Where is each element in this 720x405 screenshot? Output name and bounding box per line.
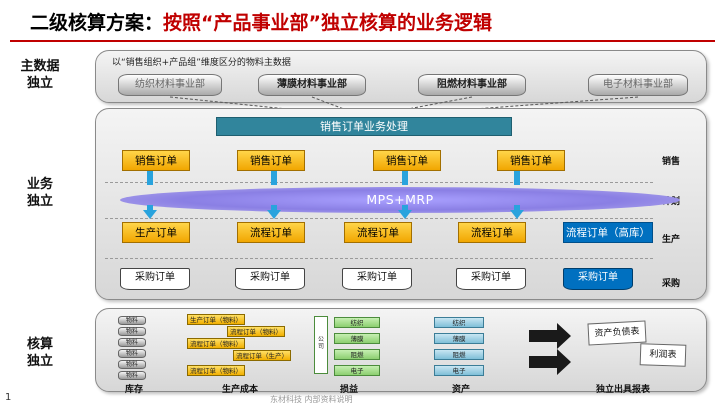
- side-label-line: 独立: [26, 76, 53, 91]
- company-bar: [314, 316, 328, 374]
- production-cost-label: 生产成本: [222, 385, 259, 395]
- mps-mrp-ellipse: MPS+MRP: [120, 187, 680, 213]
- row-separator: [105, 182, 653, 183]
- pl-division-item: 电子: [334, 365, 380, 376]
- report-arrows: [529, 323, 571, 375]
- side-label-accounting: 核算 独立: [14, 336, 66, 370]
- flow-arrow-down-icon: [143, 210, 157, 219]
- process-order-box: 流程订单: [237, 222, 305, 243]
- inventory-material: 物料: [118, 349, 146, 358]
- side-label-line: 业务: [26, 177, 53, 192]
- purchase-order-doc: 采购订单: [342, 268, 412, 290]
- income-statement-paper: 利润表: [639, 343, 687, 367]
- side-label-line: 核算: [26, 337, 53, 352]
- row-separator: [105, 218, 653, 219]
- balance-sheet-paper: 资产负债表: [587, 320, 647, 346]
- purchase-order-doc: 采购订单: [235, 268, 305, 290]
- sales-order-box: 销售订单: [497, 150, 565, 171]
- inventory-material: 物料: [118, 371, 146, 380]
- footer-text: 东材科技 内部资料说明: [270, 395, 353, 404]
- asset-division-item: 电子: [434, 365, 484, 376]
- pl-division-item: 阻燃: [334, 349, 380, 360]
- side-label-master-data: 主数据 独立: [14, 58, 66, 92]
- inventory-material: 物料: [118, 360, 146, 369]
- purchase-order-doc-highlighted: 采购订单: [563, 268, 633, 290]
- flow-arrow-stem: [147, 171, 153, 185]
- asset-division-item: 薄膜: [434, 333, 484, 344]
- sales-order-process-bar: 销售订单业务处理: [216, 117, 512, 136]
- flow-arrow-stem: [271, 171, 277, 185]
- row-label-purchasing: 采购: [662, 279, 681, 289]
- row-label-sales: 销售: [662, 157, 681, 167]
- division-cylinder: 电子材料事业部: [588, 74, 688, 96]
- row-separator: [105, 258, 653, 259]
- asset-division-item: 阻燃: [434, 349, 484, 360]
- inventory-material: 物料: [118, 338, 146, 347]
- pl-division-item: 薄膜: [334, 333, 380, 344]
- inventory-material: 物料: [118, 316, 146, 325]
- cost-order-tag: 流程订单（物料）: [187, 365, 245, 376]
- sales-order-box: 销售订单: [237, 150, 305, 171]
- inventory-label: 库存: [125, 385, 144, 395]
- process-order-box: 流程订单: [458, 222, 526, 243]
- flow-arrow-stem: [402, 205, 408, 211]
- title-part1: 二级核算方案：: [30, 12, 164, 34]
- flow-arrow-stem: [514, 171, 520, 185]
- flow-arrow-down-icon: [398, 210, 412, 219]
- cost-order-tag: 流程订单（物料）: [227, 326, 285, 337]
- reports-label: 独立出具报表: [596, 385, 651, 395]
- flow-arrow-stem: [147, 205, 153, 211]
- process-order-box-highlighted: 流程订单（高库）: [563, 222, 653, 243]
- profit-loss-label: 损益: [340, 385, 359, 395]
- page-title: 二级核算方案：按照“产品事业部”独立核算的业务逻辑: [30, 8, 492, 35]
- flow-arrow-stem: [402, 171, 408, 185]
- side-label-line: 独立: [26, 354, 53, 369]
- production-order-box: 生产订单: [122, 222, 190, 243]
- purchase-order-doc: 采购订单: [120, 268, 190, 290]
- flow-arrow-stem: [514, 205, 520, 211]
- flow-arrow-stem: [271, 205, 277, 211]
- inventory-material: 物料: [118, 327, 146, 336]
- division-cylinder: 纺织材料事业部: [118, 74, 222, 96]
- purchase-order-doc: 采购订单: [456, 268, 526, 290]
- division-cylinder: 阻燃材料事业部: [418, 74, 526, 96]
- cost-order-tag: 流程订单（物料）: [187, 338, 245, 349]
- cost-order-tag: 生产订单（物料）: [187, 314, 245, 325]
- title-underline: [10, 40, 715, 42]
- side-label-business: 业务 独立: [14, 176, 66, 210]
- title-part2: 按照“产品事业部”独立核算的业务逻辑: [163, 12, 492, 34]
- page-number: 1: [5, 392, 12, 403]
- sales-order-box: 销售订单: [373, 150, 441, 171]
- side-label-line: 独立: [26, 194, 53, 209]
- block-arrow-icon: [529, 349, 571, 375]
- asset-division-item: 纺织: [434, 317, 484, 328]
- pl-division-item: 纺织: [334, 317, 380, 328]
- master-data-note: 以“销售组织+产品组”维度区分的物料主数据: [112, 58, 291, 68]
- assets-label: 资产: [452, 385, 471, 395]
- cost-order-tag: 流程订单（生产）: [233, 350, 291, 361]
- side-label-line: 主数据: [20, 59, 60, 74]
- company-label: 公司: [317, 336, 324, 350]
- flow-arrow-down-icon: [267, 210, 281, 219]
- process-order-box: 流程订单: [344, 222, 412, 243]
- flow-arrow-down-icon: [510, 210, 524, 219]
- row-label-production: 生产: [662, 235, 681, 245]
- sales-order-box: 销售订单: [122, 150, 190, 171]
- division-cylinder: 薄膜材料事业部: [258, 74, 366, 96]
- block-arrow-icon: [529, 323, 571, 349]
